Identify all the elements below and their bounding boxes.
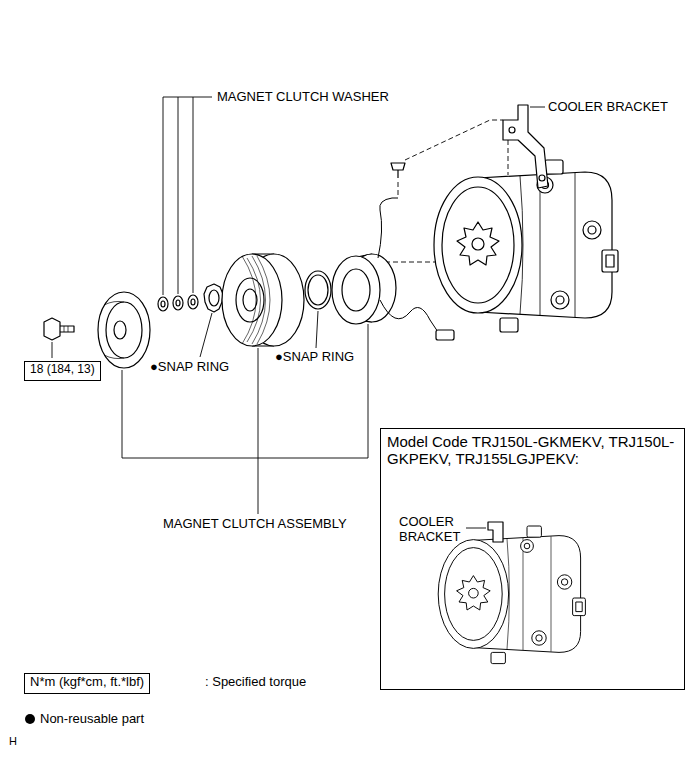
bullet-swatch bbox=[24, 713, 36, 725]
part-name: COOLER BRACKET bbox=[548, 100, 668, 115]
part-name: COOLER BRACKET bbox=[399, 515, 469, 545]
legend-entry: Non-reusable part bbox=[24, 711, 144, 726]
part-name: MAGNET CLUTCH ASSEMBLY bbox=[163, 517, 347, 532]
legend-text: Non-reusable part bbox=[40, 711, 144, 726]
torque-box: 18 (184, 13) bbox=[24, 361, 101, 381]
part-name: ●SNAP RING bbox=[150, 360, 229, 375]
torque-value: N*m (kgf*cm, ft.*lbf) bbox=[30, 675, 144, 690]
part-name: MAGNET CLUTCH WASHER bbox=[217, 90, 389, 105]
torque-box: N*m (kgf*cm, ft.*lbf) bbox=[24, 673, 150, 694]
inset-heading: Model Code TRJ150L-GKMEKV, TRJ150L-GKPEK… bbox=[387, 433, 679, 468]
figure-code: H bbox=[9, 735, 17, 748]
model-inset-panel: Model Code TRJ150L-GKMEKV, TRJ150L-GKPEK… bbox=[380, 428, 685, 690]
part-name: ●SNAP RING bbox=[275, 350, 354, 365]
torque-value: 18 (184, 13) bbox=[30, 363, 95, 377]
legend-text: : Specified torque bbox=[205, 675, 306, 690]
